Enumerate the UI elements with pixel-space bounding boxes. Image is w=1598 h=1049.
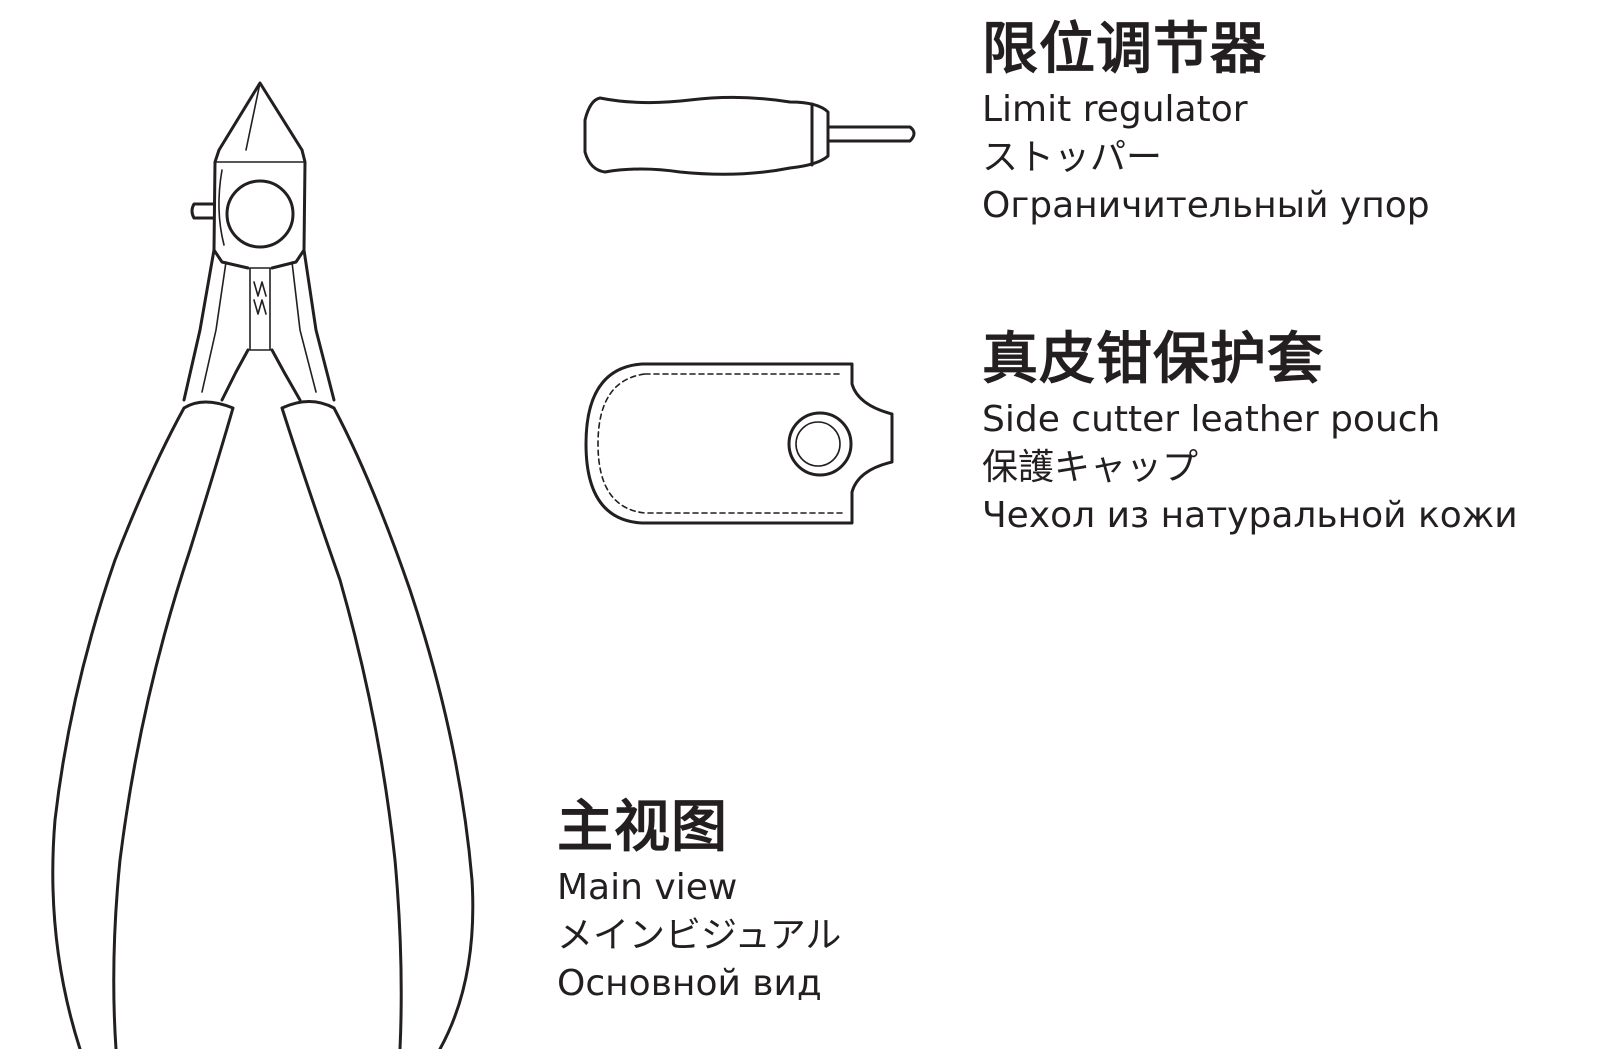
leather-pouch-title-ru: Чехол из натуральной кожи [982, 495, 1518, 536]
pouch-stitching [597, 373, 843, 514]
limit-regulator-title-en: Limit regulator [982, 89, 1248, 130]
main-view-title-en: Main view [557, 867, 738, 908]
pliers-spring-housing [249, 267, 271, 351]
pliers-cutting-tip [217, 81, 304, 152]
pliers-stopper-pin [190, 202, 216, 220]
pliers-neck [182, 248, 336, 402]
pliers-neck-detail-left [201, 261, 227, 393]
pouch-rivet-inner [795, 421, 841, 467]
limit-regulator-title-cn: 限位调节器 [982, 17, 1267, 82]
main-view-title-cn: 主视图 [557, 795, 728, 860]
regulator-handle [583, 95, 830, 176]
leather-pouch-illustration [584, 362, 894, 525]
pouch-rivet-outer [787, 411, 853, 477]
pliers-left-handle [51, 400, 235, 1049]
pliers-right-handle [280, 400, 475, 1049]
side-cutter-pliers-illustration [51, 81, 475, 1049]
limit-regulator-title-ru: Ограничительный упор [982, 185, 1430, 226]
main-view-label: 主视图 Main view メインビジュアル Основной вид [557, 800, 841, 1014]
leather-pouch-title-jp: 保護キャップ [982, 447, 1199, 488]
main-view-title-jp: メインビジュアル [557, 915, 842, 956]
pliers-pivot-rivet [225, 179, 295, 249]
pliers-spring-icon [253, 281, 267, 297]
main-view-title-ru: Основной вид [557, 963, 822, 1004]
leather-pouch-title-en: Side cutter leather pouch [982, 399, 1441, 440]
pliers-tip-inner-line [245, 82, 261, 151]
regulator-shaft [826, 125, 916, 143]
limit-regulator-label: 限位调节器 Limit regulator ストッパー Ограничитель… [982, 22, 1430, 236]
pliers-spring-coil [253, 299, 267, 315]
limit-regulator-illustration [583, 95, 916, 176]
pliers-neck-detail-right [291, 261, 317, 393]
leather-pouch-label: 真皮钳保护套 Side cutter leather pouch 保護キャップ … [982, 332, 1518, 546]
pliers-head-detail [218, 169, 225, 246]
pouch-outline [584, 362, 894, 525]
leather-pouch-title-cn: 真皮钳保护套 [982, 327, 1324, 392]
limit-regulator-title-jp: ストッパー [982, 137, 1163, 178]
